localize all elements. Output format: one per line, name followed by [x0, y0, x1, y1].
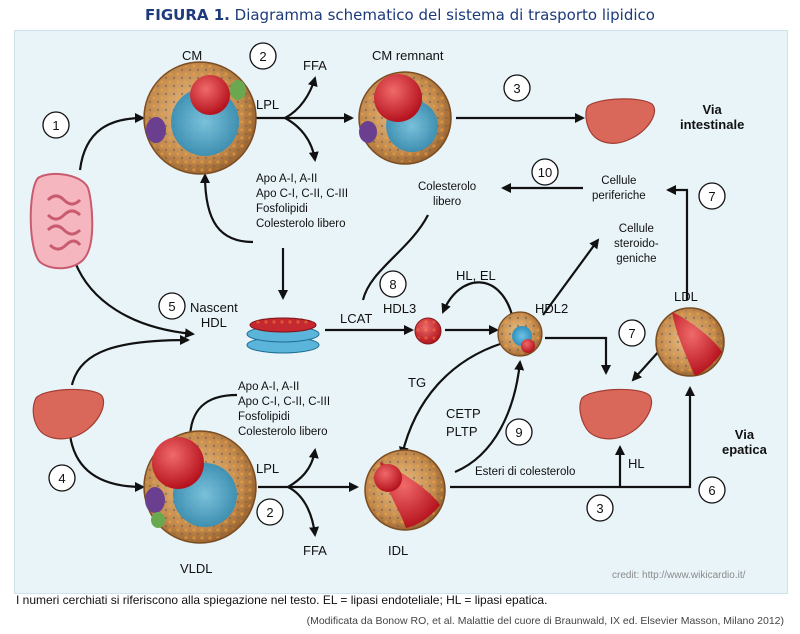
step-4: 4	[48, 464, 76, 492]
arrow-apo-top	[284, 117, 319, 162]
step-7-bottom: 7	[618, 319, 646, 347]
arrow-ffa-bottom	[287, 486, 320, 537]
label-cellule-steroidogeniche: Cellule steroido- geniche	[614, 223, 659, 265]
label-vldl: VLDL	[180, 561, 213, 576]
label-lcat: LCAT	[340, 311, 373, 326]
figure-title: FIGURA 1. Diagramma schematico del siste…	[0, 6, 800, 24]
label-lpl-bottom: LPL	[256, 461, 280, 476]
apo-top-line-2: Apo C-I, C-II, C-III	[256, 188, 349, 200]
svg-text:2: 2	[259, 49, 266, 64]
step-2-top: 2	[249, 42, 277, 70]
step-3-bottom: 3	[586, 494, 614, 522]
arrow-liver-to-nascent	[70, 335, 190, 386]
liver-icon-intestinal	[585, 98, 656, 144]
step-9: 9	[505, 418, 533, 446]
label-cm-remnant: CM remnant	[372, 48, 444, 63]
liver-icon-hepatic	[579, 388, 653, 440]
step-6: 6	[698, 476, 726, 504]
label-via-epatica: Via epatica	[722, 427, 767, 457]
cm-particle	[143, 61, 257, 175]
apo-list-top: Apo A-I, A-II Apo C-I, C-II, C-III Fosfo…	[256, 172, 348, 232]
arrow-liver-to-vldl	[68, 434, 145, 492]
apo-bottom-line-3: Fosfolipidi	[238, 411, 290, 423]
apo-bottom-line-2: Apo C-I, C-II, C-III	[238, 396, 331, 408]
figure-caption: I numeri cerchiati si riferiscono alla s…	[16, 593, 548, 607]
label-cm: CM	[182, 48, 203, 63]
label-nascent-hdl: Nascent HDL	[190, 300, 238, 330]
arrow-ldl-to-periferiche	[666, 185, 689, 300]
svg-text:4: 4	[58, 471, 65, 486]
label-pltp: PLTP	[446, 424, 478, 439]
credit-text: credit: http://www.wikicardio.it/	[612, 570, 746, 581]
svg-text:3: 3	[596, 501, 603, 516]
nascent-hdl-disc	[246, 317, 320, 354]
step-5: 5	[158, 292, 186, 320]
figure-source: (Modificata da Bonow RO, et al. Malattie…	[306, 615, 784, 627]
arrow-idl-to-ldl	[450, 386, 695, 489]
arrow-apo-back-to-cm	[200, 173, 254, 244]
arrow-ffa-top	[284, 76, 318, 119]
label-tg: TG	[408, 375, 427, 390]
apo-list-bottom: Apo A-I, A-II Apo C-I, C-II, C-III Fosfo…	[238, 380, 330, 440]
step-7-top: 7	[698, 182, 726, 210]
label-ffa-bottom: FFA	[303, 543, 327, 558]
apo-bottom-line-4: Colesterolo libero	[238, 426, 328, 438]
arrow-intestine-to-nascent	[73, 261, 195, 339]
step-10: 10	[531, 158, 559, 186]
label-idl: IDL	[388, 543, 409, 558]
apo-bottom-line-1: Apo A-I, A-II	[238, 381, 300, 393]
label-colesterolo-libero: Colesterolo libero	[418, 181, 477, 208]
figure-title-text: Diagramma schematico del sistema di tras…	[234, 6, 655, 24]
step-2-bottom: 2	[256, 498, 284, 526]
svg-text:1: 1	[52, 118, 59, 133]
label-ffa-top: FFA	[303, 58, 327, 73]
arrow-colesterolo-to-hdl3	[361, 214, 429, 301]
liver-icon-left	[32, 388, 105, 440]
label-hl: HL	[628, 456, 645, 471]
apo-top-line-4: Colesterolo libero	[256, 218, 346, 230]
svg-text:10: 10	[538, 165, 552, 180]
apo-top-line-3: Fosfolipidi	[256, 203, 308, 215]
svg-text:3: 3	[513, 81, 520, 96]
arrow-hdl2-to-steroido	[542, 238, 600, 316]
intestine-icon	[29, 172, 94, 270]
ldl-particle	[655, 307, 725, 377]
cm-remnant-particle	[358, 71, 452, 165]
svg-text:5: 5	[168, 299, 175, 314]
arrow-hl-el-loop	[441, 281, 514, 316]
label-hl-el: HL, EL	[456, 268, 496, 283]
arrow-ldl-to-liver	[631, 349, 661, 382]
label-cetp: CETP	[446, 406, 481, 421]
label-lpl-top: LPL	[256, 97, 280, 112]
svg-text:9: 9	[515, 425, 522, 440]
svg-text:2: 2	[266, 505, 273, 520]
hdl2-particle	[497, 311, 543, 357]
step-3-top: 3	[503, 74, 531, 102]
label-hdl2: HDL2	[535, 301, 569, 316]
apo-top-line-1: Apo A-I, A-II	[256, 173, 318, 185]
hdl3-particle	[414, 317, 442, 345]
label-via-intestinale: Via intestinale	[680, 102, 745, 132]
svg-text:7: 7	[708, 189, 715, 204]
svg-text:7: 7	[628, 326, 635, 341]
arrow-intestine-to-cm	[78, 113, 145, 171]
svg-text:8: 8	[389, 277, 396, 292]
arrow-idl-cetp-to-hdl2	[454, 360, 525, 474]
vldl-particle	[143, 430, 257, 544]
label-hdl3: HDL3	[383, 301, 417, 316]
label-cellule-periferiche: Cellule periferiche	[592, 175, 646, 202]
arrow-apo-bottom	[287, 448, 319, 488]
arrow-hdl2-to-liver	[545, 336, 611, 375]
label-ldl: LDL	[674, 289, 698, 304]
svg-text:6: 6	[708, 483, 715, 498]
idl-particle	[364, 449, 446, 531]
step-8: 8	[379, 270, 407, 298]
arrow-hdl2-tg-to-idl	[398, 341, 504, 457]
step-1: 1	[42, 111, 70, 139]
label-esteri-colesterolo: Esteri di colesterolo	[475, 466, 576, 478]
figure-number: FIGURA 1.	[145, 6, 230, 24]
